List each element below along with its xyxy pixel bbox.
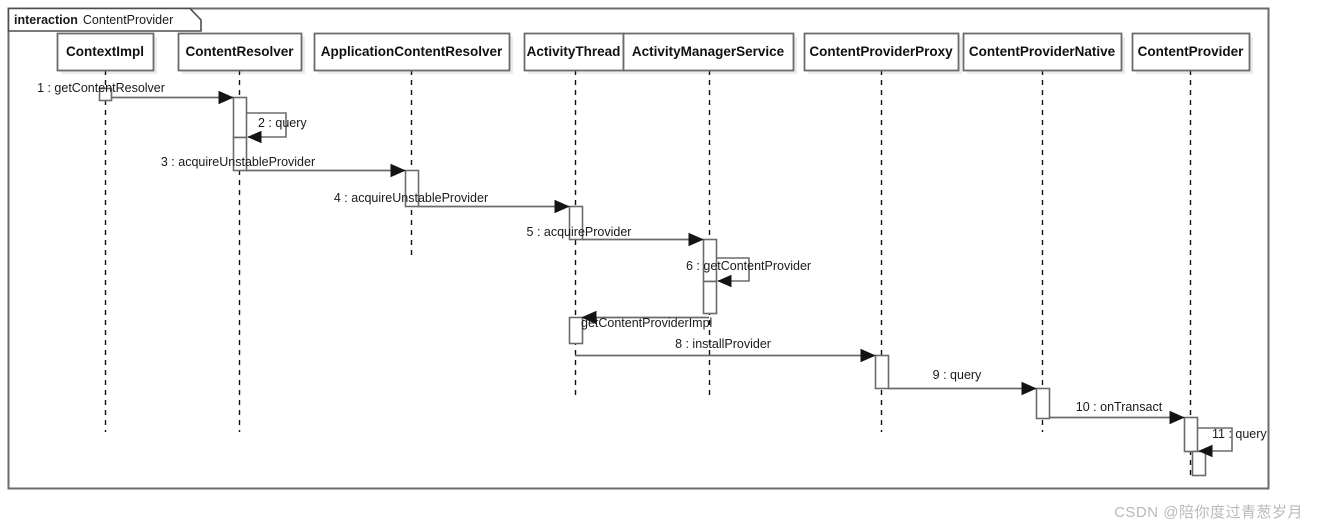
activation-activitymanagerservice bbox=[702, 280, 718, 315]
lifeline-label: ContextImpl bbox=[66, 44, 144, 59]
lifeline-headers-layer: ContextImpl ContentResolver ApplicationCon… bbox=[56, 32, 1251, 72]
lifeline-header-activitymanagerservice[interactable]: ActivityManagerService bbox=[622, 32, 795, 72]
message-arrow-2 bbox=[246, 112, 287, 144]
lifeline-label: ContentProvider bbox=[1138, 44, 1245, 59]
activation-contentresolver bbox=[232, 136, 248, 172]
message-label-1: 1 : getContentResolver bbox=[37, 81, 165, 95]
lifeline-box[interactable] bbox=[56, 32, 155, 72]
activations-layer bbox=[98, 87, 1207, 477]
lifeline-header-activitythread[interactable]: ActivityThread bbox=[523, 32, 625, 72]
lifeline-label: ApplicationContentResolver bbox=[321, 44, 503, 59]
frame-label-kind: interaction bbox=[14, 13, 78, 27]
message-label-6: 6 : getContentProvider bbox=[686, 259, 811, 273]
message-label-11: 11 : query bbox=[1212, 427, 1267, 441]
frame-label-name: ContentProvider bbox=[83, 13, 173, 27]
lifeline-header-contentprovider[interactable]: ContentProvider bbox=[1131, 32, 1251, 72]
activation-contentprovider bbox=[1191, 450, 1207, 477]
lifeline-box[interactable] bbox=[622, 32, 795, 72]
message-arrow-11 bbox=[1197, 427, 1233, 458]
activation-contentresolver bbox=[232, 96, 248, 139]
lifeline-label: ContentResolver bbox=[185, 44, 294, 59]
lifeline-header-contentresolver[interactable]: ContentResolver bbox=[177, 32, 303, 72]
lifelines-layer bbox=[104, 70, 1192, 478]
activation-activitythread bbox=[568, 316, 584, 345]
lifeline-label: ActivityThread bbox=[527, 44, 621, 59]
message-arrow-6 bbox=[716, 257, 750, 288]
message-label-10: 10 : onTransact bbox=[1076, 400, 1163, 414]
lifeline-header-contentprovidernative[interactable]: ContentProviderNative bbox=[962, 32, 1123, 72]
message-label-8: 8 : installProvider bbox=[675, 337, 771, 351]
lifeline-box[interactable] bbox=[962, 32, 1123, 72]
messages-layer bbox=[111, 90, 1233, 458]
frame-label: interaction ContentProvider bbox=[14, 13, 173, 27]
lifeline-header-contextimpl[interactable]: ContextImpl bbox=[56, 32, 155, 72]
csdn-watermark: CSDN @陪你度过青葱岁月 bbox=[1114, 504, 1303, 521]
lifeline-header-contentproviderproxy[interactable]: ContentProviderProxy bbox=[803, 32, 960, 72]
lifeline-label: ActivityManagerService bbox=[632, 44, 785, 59]
lifeline-box[interactable] bbox=[313, 32, 511, 72]
lifeline-box[interactable] bbox=[177, 32, 303, 72]
message-labels-layer: 1 : getContentResolver 2 : query 3 : acqui… bbox=[37, 81, 1267, 441]
frame-label-tab bbox=[7, 7, 202, 32]
lifeline-label: ContentProviderNative bbox=[969, 44, 1116, 59]
message-label-4: 4 : acquireUnstableProvider bbox=[334, 191, 488, 205]
message-label-2: 2 : query bbox=[258, 116, 307, 130]
message-label-5: 5 : acquireProvider bbox=[527, 225, 632, 239]
activation-activitythread bbox=[568, 205, 584, 241]
frame-border bbox=[7, 7, 1270, 490]
message-label-3: 3 : acquireUnstableProvider bbox=[161, 155, 315, 169]
lifeline-header-applicationcontentresolver[interactable]: ApplicationContentResolver bbox=[313, 32, 511, 72]
activation-applicationcontentresolver bbox=[404, 169, 420, 208]
lifeline-box[interactable] bbox=[803, 32, 960, 72]
lifeline-label: ContentProviderProxy bbox=[809, 44, 953, 59]
lifeline-box[interactable] bbox=[523, 32, 625, 72]
activation-contentproviderproxy bbox=[874, 354, 890, 390]
message-label-7: getContentProviderImpl bbox=[581, 316, 712, 330]
activation-contentprovider bbox=[1183, 416, 1199, 453]
message-label-9: 9 : query bbox=[933, 368, 982, 382]
activation-contextimpl bbox=[98, 87, 113, 102]
activation-contentprovidernative bbox=[1035, 387, 1051, 420]
lifeline-box[interactable] bbox=[1131, 32, 1251, 72]
